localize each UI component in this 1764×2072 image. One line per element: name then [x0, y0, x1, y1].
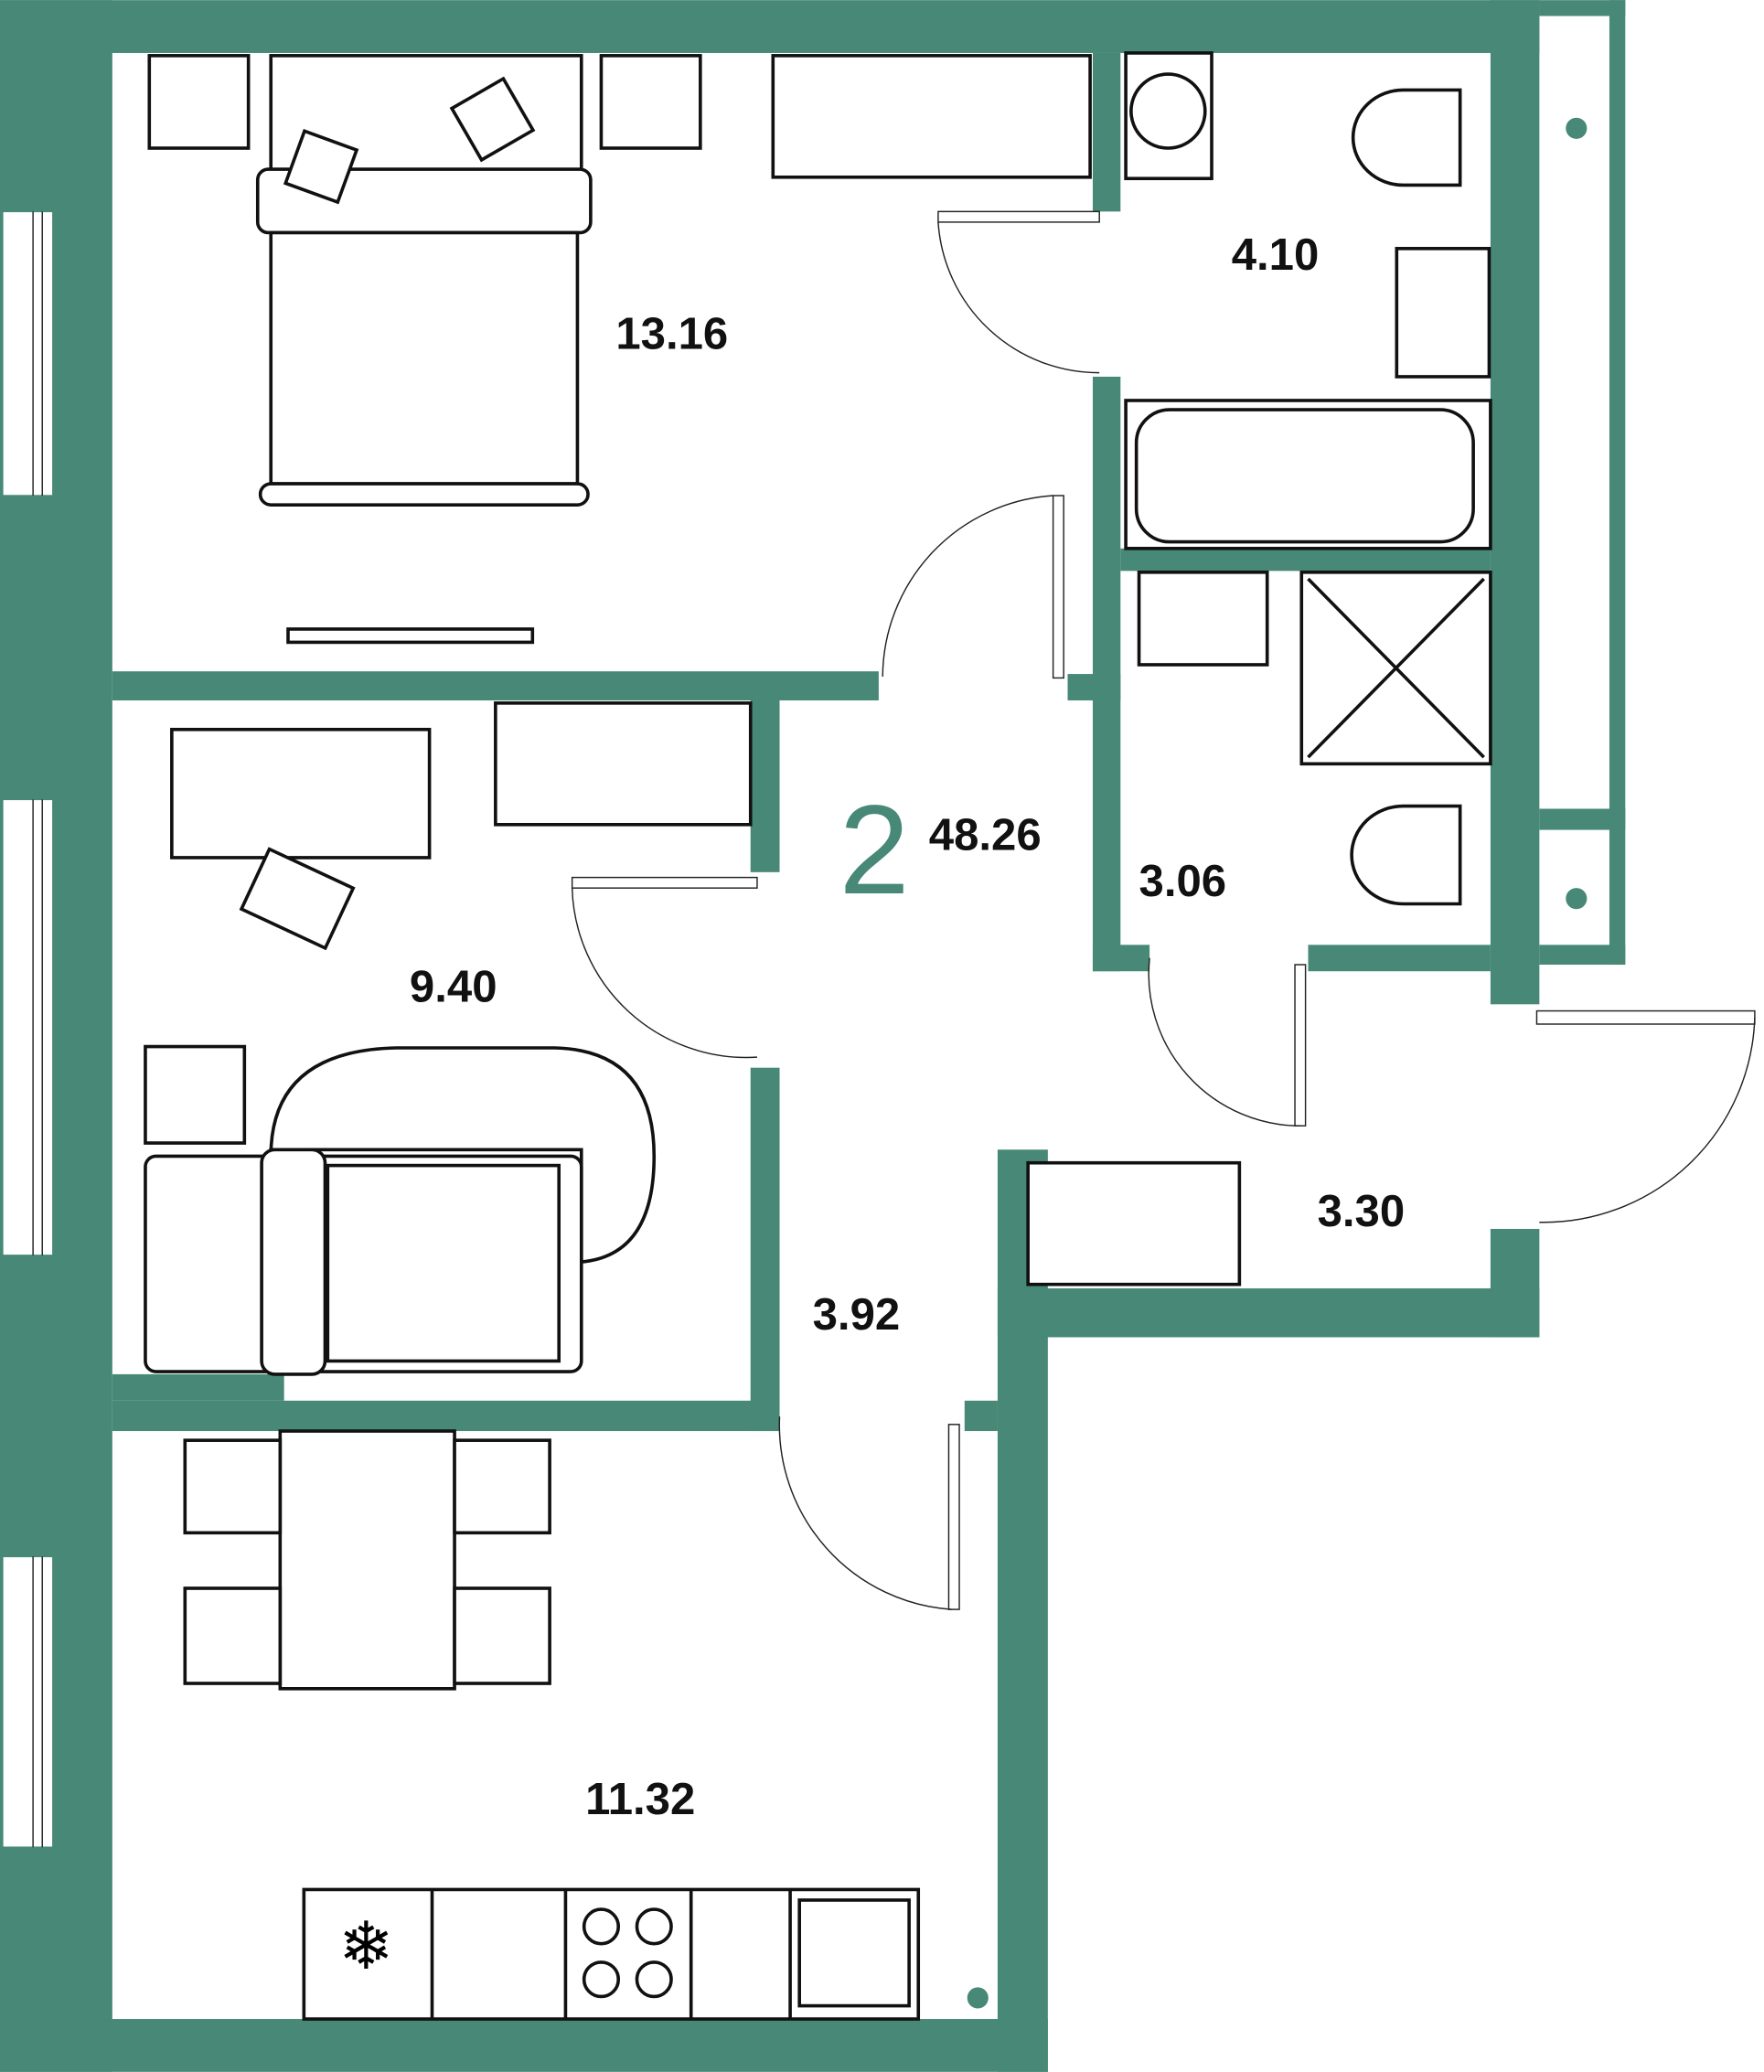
windows — [2, 210, 54, 1848]
desk — [170, 727, 432, 951]
kitchen-counter: ❄ — [302, 1887, 921, 2021]
total-area: 48.26 — [929, 810, 1042, 860]
walls — [0, 0, 1626, 2072]
sofa — [144, 1044, 657, 1376]
rooms-count: 2 — [839, 779, 910, 921]
room-area-study: 9.40 — [410, 962, 497, 1011]
room-area-bedroom: 13.16 — [615, 310, 728, 359]
room-area-bathroom: 4.10 — [1232, 230, 1320, 280]
room-area-hallway: 3.92 — [813, 1290, 901, 1340]
risers — [967, 117, 1588, 2009]
radiators — [494, 54, 1242, 1287]
fridge-snowflake-icon: ❄ — [338, 1908, 394, 1985]
room-area-kitchen: 11.32 — [585, 1775, 695, 1824]
bathroom-fixtures — [1124, 51, 1492, 906]
bed — [147, 54, 702, 507]
room-area-entrance: 3.30 — [1318, 1187, 1406, 1236]
doors — [571, 210, 1756, 1610]
tv-stand — [286, 627, 535, 645]
room-area-toilet: 3.06 — [1139, 857, 1227, 906]
dining-table — [183, 1429, 551, 1691]
